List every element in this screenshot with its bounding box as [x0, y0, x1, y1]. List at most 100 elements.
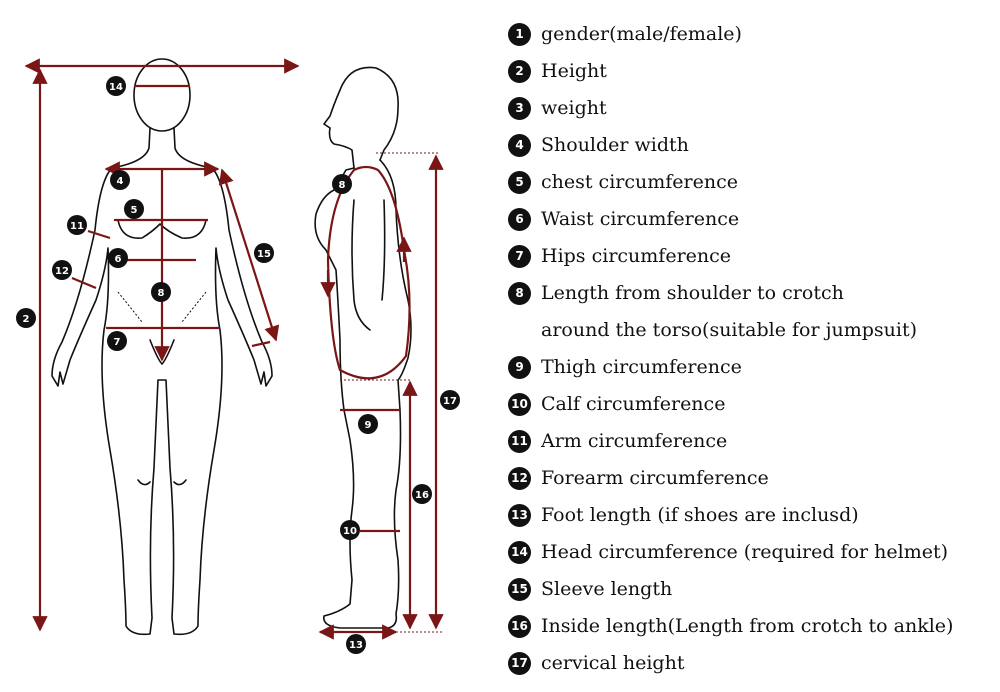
badge-7: 7	[107, 331, 127, 351]
legend-number: 1	[508, 23, 531, 46]
legend-item-head: 14 Head circumference (required for helme…	[508, 534, 988, 571]
forearm-circ-line	[71, 276, 97, 290]
badge-9: 9	[358, 414, 378, 434]
legend-label: Shoulder width	[541, 134, 689, 156]
svg-text:8: 8	[339, 180, 346, 191]
badge-17: 17	[440, 390, 460, 410]
side-head-outline	[323, 66, 399, 169]
legend-label: Foot length (if shoes are inclusd)	[541, 504, 859, 526]
legend-label: Height	[541, 60, 607, 82]
side-arm-outline	[351, 199, 386, 331]
badge-6: 6	[108, 248, 128, 268]
badge-10: 10	[340, 520, 360, 540]
legend-number: 6	[508, 208, 531, 231]
svg-text:8: 8	[158, 288, 165, 299]
legend-label: cervical height	[541, 652, 685, 674]
side-figure	[314, 66, 412, 629]
legend-item-foot-length: 13 Foot length (if shoes are inclusd)	[508, 497, 988, 534]
legend-label-continued: around the torso(suitable for jumpsuit)	[541, 319, 918, 341]
svg-text:7: 7	[114, 337, 121, 348]
legend-item-sleeve: 15 Sleeve length	[508, 571, 988, 608]
badge-13: 13	[346, 634, 366, 654]
legend-number: 15	[508, 578, 531, 601]
svg-text:4: 4	[117, 176, 124, 187]
legend-number: 9	[508, 356, 531, 379]
arm-circ-line	[87, 229, 111, 240]
legend-label: Inside length(Length from crotch to ankl…	[541, 615, 954, 637]
legend-number: 8	[508, 282, 531, 305]
svg-text:17: 17	[443, 396, 457, 407]
legend-item-calf: 10 Calf circumference	[508, 386, 988, 423]
legend-item-forearm: 12 Forearm circumference	[508, 460, 988, 497]
legend-number: 2	[508, 60, 531, 83]
legend-label: Forearm circumference	[541, 467, 769, 489]
legend-number: 7	[508, 245, 531, 268]
svg-text:12: 12	[55, 266, 69, 277]
legend-number: 10	[508, 393, 531, 416]
legend-number: 16	[508, 615, 531, 638]
front-chest-outline	[117, 219, 207, 239]
side-measurements	[318, 152, 444, 640]
svg-text:11: 11	[70, 221, 84, 232]
badge-12: 12	[52, 260, 72, 280]
svg-text:5: 5	[131, 205, 138, 216]
legend-number: 5	[508, 171, 531, 194]
legend-label: Thigh circumference	[541, 356, 742, 378]
svg-text:10: 10	[343, 526, 357, 537]
svg-text:6: 6	[115, 254, 122, 265]
legend-number: 3	[508, 97, 531, 120]
wrist-line	[251, 340, 271, 348]
front-neck-outline	[111, 127, 213, 169]
front-knee-outline	[137, 479, 187, 486]
legend-item-shoulder-width: 4 Shoulder width	[508, 127, 988, 164]
svg-text:15: 15	[257, 249, 271, 260]
legend-item-inside-length: 16 Inside length(Length from crotch to an…	[508, 608, 988, 645]
legend-item-thigh: 9 Thigh circumference	[508, 349, 988, 386]
legend-number: 14	[508, 541, 531, 564]
legend-label: Calf circumference	[541, 393, 726, 415]
legend-item-torso-length: 8 Length from shoulder to crotch around th…	[508, 275, 988, 349]
legend-label: weight	[541, 97, 607, 119]
legend-number: 4	[508, 134, 531, 157]
measurement-legend: 1 gender(male/female) 2 Height 3 weight 4 Sh…	[508, 16, 988, 682]
svg-text:14: 14	[109, 82, 123, 93]
svg-text:2: 2	[23, 314, 30, 325]
legend-label: Waist circumference	[541, 208, 740, 230]
body-measurement-diagram: 2 14 4 5 11 6 12 15 8 7 8 17 9 16 10 13	[16, 58, 460, 654]
legend-number: 12	[508, 467, 531, 490]
front-head-outline	[133, 58, 191, 132]
legend-item-arm: 11 Arm circumference	[508, 423, 988, 460]
legend-label: Sleeve length	[541, 578, 673, 600]
svg-text:16: 16	[415, 490, 429, 501]
front-measurements	[24, 58, 300, 632]
badge-14: 14	[106, 76, 126, 96]
badge-11: 11	[67, 215, 87, 235]
svg-text:9: 9	[365, 420, 372, 431]
svg-text:13: 13	[349, 640, 363, 651]
legend-label: Length from shoulder to crotch	[541, 282, 844, 304]
torso-loop	[326, 165, 411, 380]
legend-item-gender: 1 gender(male/female)	[508, 16, 988, 53]
badge-16: 16	[412, 484, 432, 504]
badge-8-side: 8	[332, 174, 352, 194]
badge-15: 15	[254, 243, 274, 263]
legend-item-hips: 7 Hips circumference	[508, 238, 988, 275]
legend-label: gender(male/female)	[541, 23, 742, 45]
legend-item-height: 2 Height	[508, 53, 988, 90]
badge-8-front: 8	[151, 282, 171, 302]
legend-label: Head circumference (required for helmet)	[541, 541, 949, 563]
legend-number: 13	[508, 504, 531, 527]
legend-label: Arm circumference	[541, 430, 728, 452]
legend-number: 11	[508, 430, 531, 453]
front-hip-dashes	[117, 291, 207, 323]
badge-4: 4	[110, 170, 130, 190]
legend-item-waist: 6 Waist circumference	[508, 201, 988, 238]
legend-item-weight: 3 weight	[508, 90, 988, 127]
sleeve-arrow	[218, 168, 280, 342]
badge-5: 5	[124, 199, 144, 219]
badge-2: 2	[16, 308, 36, 328]
legend-label: Hips circumference	[541, 245, 732, 267]
